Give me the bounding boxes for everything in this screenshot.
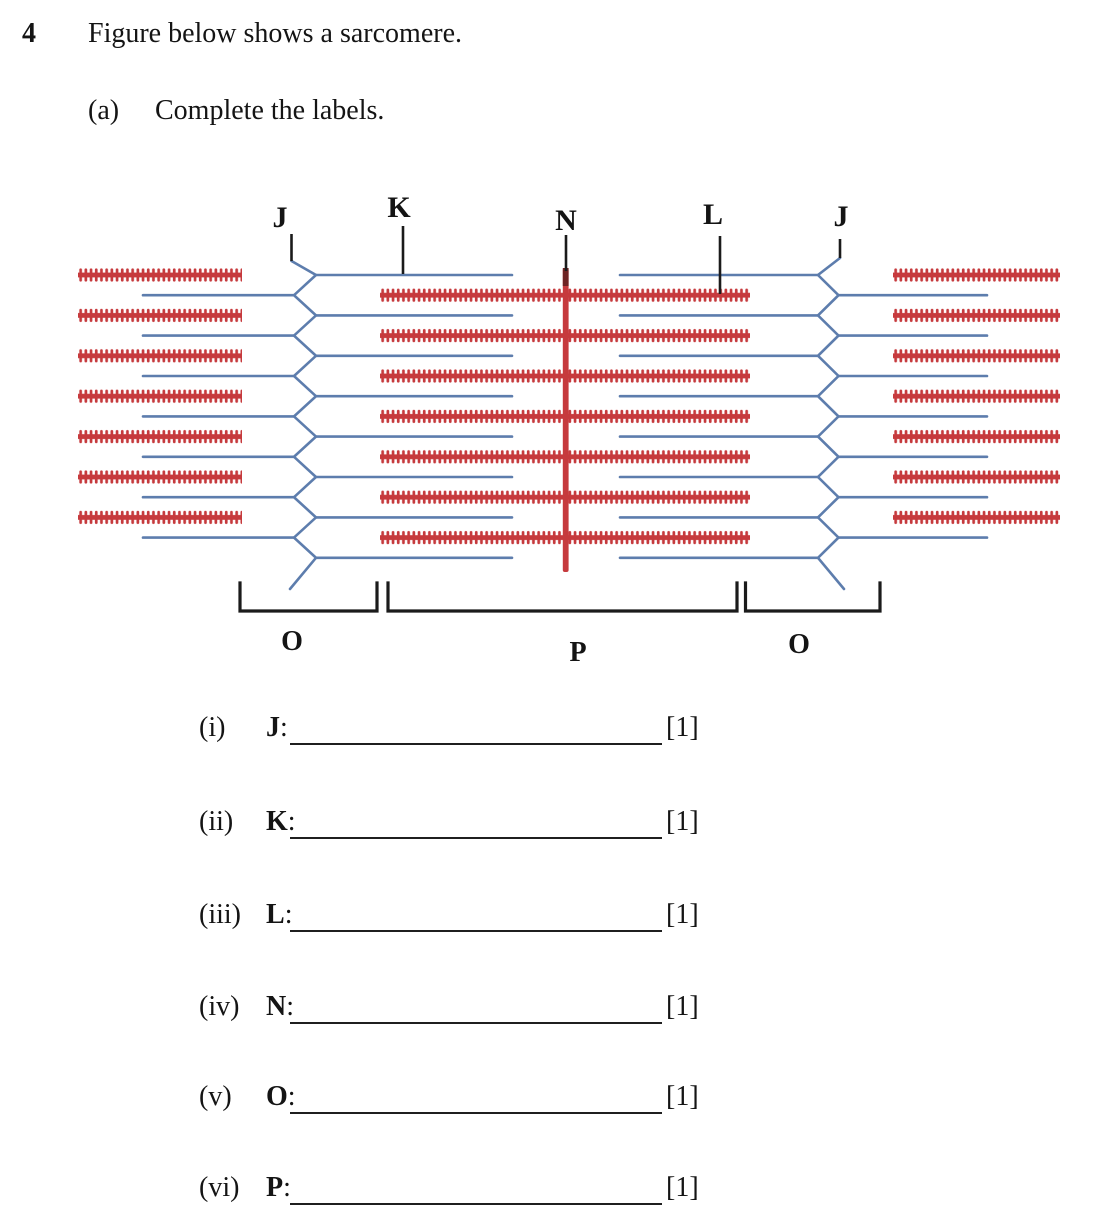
answer-row-i: (i) J: [1] — [0, 712, 1107, 752]
answer-line — [290, 899, 662, 932]
answer-row-ii: (ii) K: [1] — [0, 806, 1107, 846]
figure-label-k: K — [387, 191, 411, 224]
answer-line — [290, 991, 662, 1024]
m-line-cap — [562, 268, 569, 286]
question-number: 4 — [22, 18, 36, 49]
row-colon: : — [280, 712, 288, 743]
answer-line — [290, 806, 662, 839]
row-letter: N — [266, 991, 287, 1022]
row-colon: : — [284, 899, 293, 930]
band-brackets — [238, 581, 882, 613]
sarcomere-figure: J K N L J O P O — [78, 191, 1060, 668]
thin-filaments-actin — [141, 273, 989, 560]
row-numeral: (iii) — [199, 899, 241, 930]
figure-label-n: N — [555, 204, 577, 237]
mark-allocation: [1] — [666, 899, 699, 930]
answer-line — [290, 712, 662, 745]
answer-line — [290, 1081, 662, 1114]
bracket-p — [386, 581, 739, 613]
figure-label-p: P — [569, 637, 586, 668]
answer-row-v: (v) O: [1] — [0, 1081, 1107, 1121]
row-colon: : — [283, 1172, 291, 1203]
mark-allocation: [1] — [666, 1172, 699, 1203]
question-intro: Figure below shows a sarcomere. — [88, 18, 463, 49]
part-instruction: Complete the labels. — [155, 95, 385, 126]
row-numeral: (v) — [199, 1081, 232, 1112]
row-colon: : — [286, 991, 295, 1022]
row-numeral: (i) — [199, 712, 226, 743]
figure-label-o-left: O — [281, 626, 303, 657]
figure-label-o-right: O — [788, 629, 810, 660]
answer-row-iv: (iv) N: [1] — [0, 991, 1107, 1031]
figure-label-j-right: J — [834, 200, 849, 233]
row-colon: : — [287, 806, 296, 837]
z-line-right — [816, 256, 846, 591]
row-colon: : — [287, 1081, 296, 1112]
thick-filaments-myosin — [78, 268, 1060, 545]
bracket-o-left — [238, 581, 379, 613]
mark-allocation: [1] — [666, 1081, 699, 1112]
z-line-left — [288, 259, 319, 591]
answer-row-vi: (vi) P: [1] — [0, 1172, 1107, 1212]
row-letter: P — [266, 1172, 284, 1203]
answer-row-iii: (iii) L: [1] — [0, 899, 1107, 939]
row-letter: J — [266, 712, 280, 743]
mark-allocation: [1] — [666, 991, 699, 1022]
m-line — [562, 268, 569, 572]
figure-label-j-left: J — [273, 201, 288, 234]
answer-line — [290, 1172, 662, 1205]
row-letter: L — [266, 899, 285, 930]
part-label: (a) — [88, 95, 120, 126]
mark-allocation: [1] — [666, 712, 699, 743]
row-letter: K — [266, 806, 288, 837]
mark-allocation: [1] — [666, 806, 699, 837]
row-letter: O — [266, 1081, 288, 1112]
row-numeral: (vi) — [199, 1172, 240, 1203]
figure-label-l: L — [703, 198, 723, 231]
row-numeral: (iv) — [199, 991, 240, 1022]
bracket-o-right — [743, 581, 882, 613]
row-numeral: (ii) — [199, 806, 234, 837]
label-leader-lines — [290, 226, 842, 294]
